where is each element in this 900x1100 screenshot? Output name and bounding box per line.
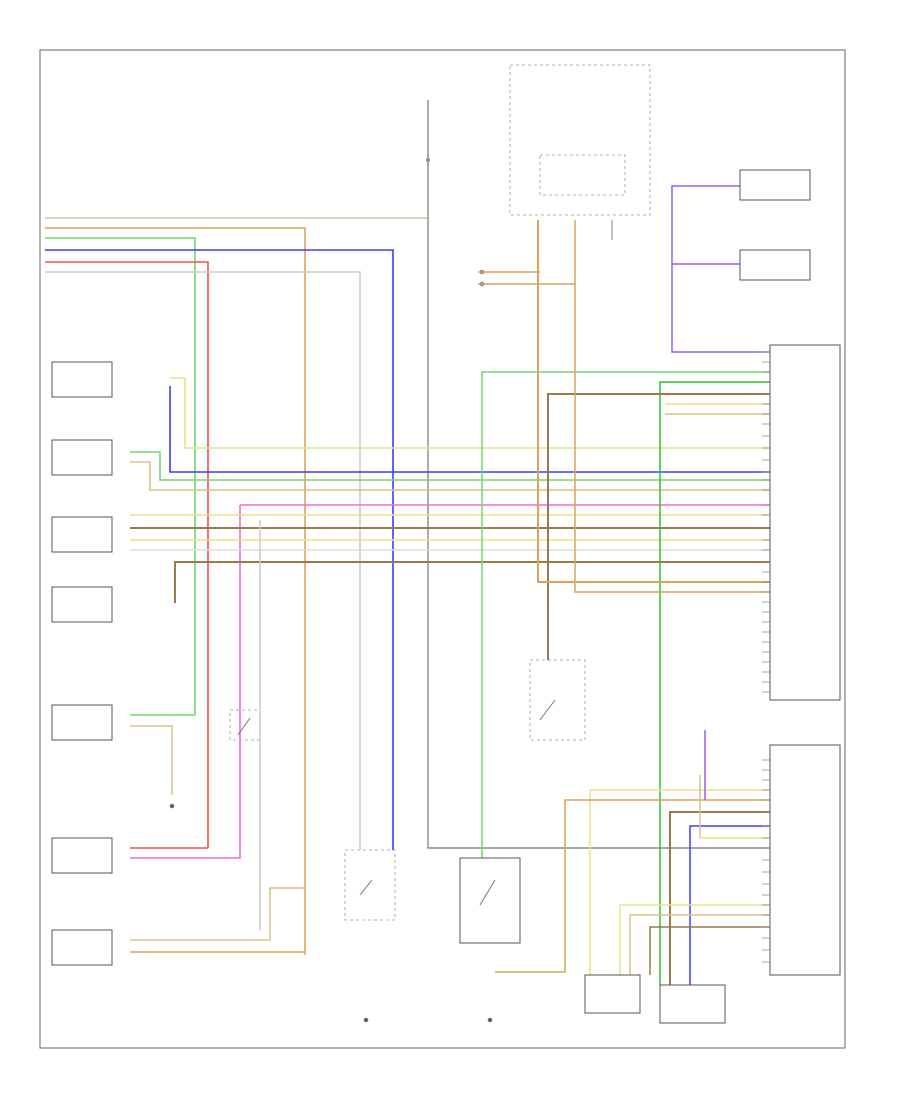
abs-pin-ticks (762, 759, 770, 963)
brake-switch-line (539, 699, 556, 721)
wire-orange-s4 (130, 887, 305, 941)
wire-orange-lr2 (495, 799, 770, 973)
lower-right-wiring (495, 730, 770, 985)
horn-switch-outline (344, 849, 396, 921)
relay-outline (529, 659, 586, 741)
wire-blue-lr4 (689, 825, 770, 985)
top-wire-bundle (45, 217, 428, 955)
wire-violet-1 (671, 185, 770, 353)
ecm-pins (762, 351, 770, 963)
wire-brown-lr8 (649, 926, 770, 975)
sensor-box-5 (51, 704, 113, 741)
engine-control-module-box (769, 344, 841, 701)
wire-gray-top (45, 271, 361, 850)
wire-ground-vertical (427, 100, 770, 849)
wire-brown-4 (174, 561, 770, 603)
sensor-box-4 (51, 586, 113, 623)
wire-tan-2 (130, 461, 770, 491)
position-sensor-box-1 (739, 169, 811, 201)
left-switch-line (237, 717, 251, 736)
fuse-symbols (426, 108, 485, 287)
diagram-frame (39, 49, 846, 1049)
wire-green-r1 (481, 371, 770, 858)
wire-brown-r3 (547, 393, 770, 660)
climate-control-module-outline (509, 64, 651, 216)
horn-switch-line (359, 879, 373, 896)
sensor-box-3 (51, 516, 113, 553)
climate-inner-outline (539, 154, 626, 196)
wire-blue-top (45, 249, 394, 850)
wire-green-r2 (659, 381, 770, 985)
ground-symbol-relay (487, 1017, 493, 1023)
wire-pink-2 (130, 505, 241, 859)
wire-orange-r7 (574, 220, 770, 593)
ecm-wire-bundle (130, 377, 770, 859)
wire-yellow-lr1 (589, 789, 770, 975)
sensor-box-bottom-1 (584, 974, 641, 1014)
fuse-node-orange-2 (479, 281, 485, 287)
sensor-box-bottom-2 (659, 984, 726, 1024)
wire-green-2 (130, 451, 770, 481)
fuse-node-orange-1 (479, 269, 485, 275)
wire-green-top (45, 237, 196, 715)
ground-symbol-left (169, 803, 175, 809)
wire-yellow-1 (170, 377, 770, 449)
abs-control-module-box (769, 744, 841, 976)
relay-switch-line (479, 879, 496, 906)
wire-blue-2 (169, 386, 770, 473)
left-sensor-wiring (130, 520, 305, 953)
wire-red-top (45, 261, 209, 848)
sensor-box-1 (51, 361, 113, 398)
switch-symbols (169, 699, 556, 1023)
sensor-box-2 (51, 439, 113, 476)
right-wiring (478, 185, 770, 985)
position-sensor-box-2 (739, 249, 811, 281)
ground-wiring (427, 100, 770, 849)
ecm-pin-ticks (762, 351, 770, 693)
wire-tan-lr7 (629, 914, 770, 975)
wire-orange-top (45, 227, 306, 955)
wire-tan-s2 (130, 725, 173, 795)
wire-orange-r6 (537, 220, 770, 583)
ground-symbol-center (363, 1017, 369, 1023)
wire-yellow-lr6 (619, 904, 770, 975)
sensor-box-6 (51, 837, 113, 874)
sensor-box-7 (51, 929, 113, 966)
fuse-top-node (426, 158, 430, 162)
relay-box (459, 857, 521, 944)
